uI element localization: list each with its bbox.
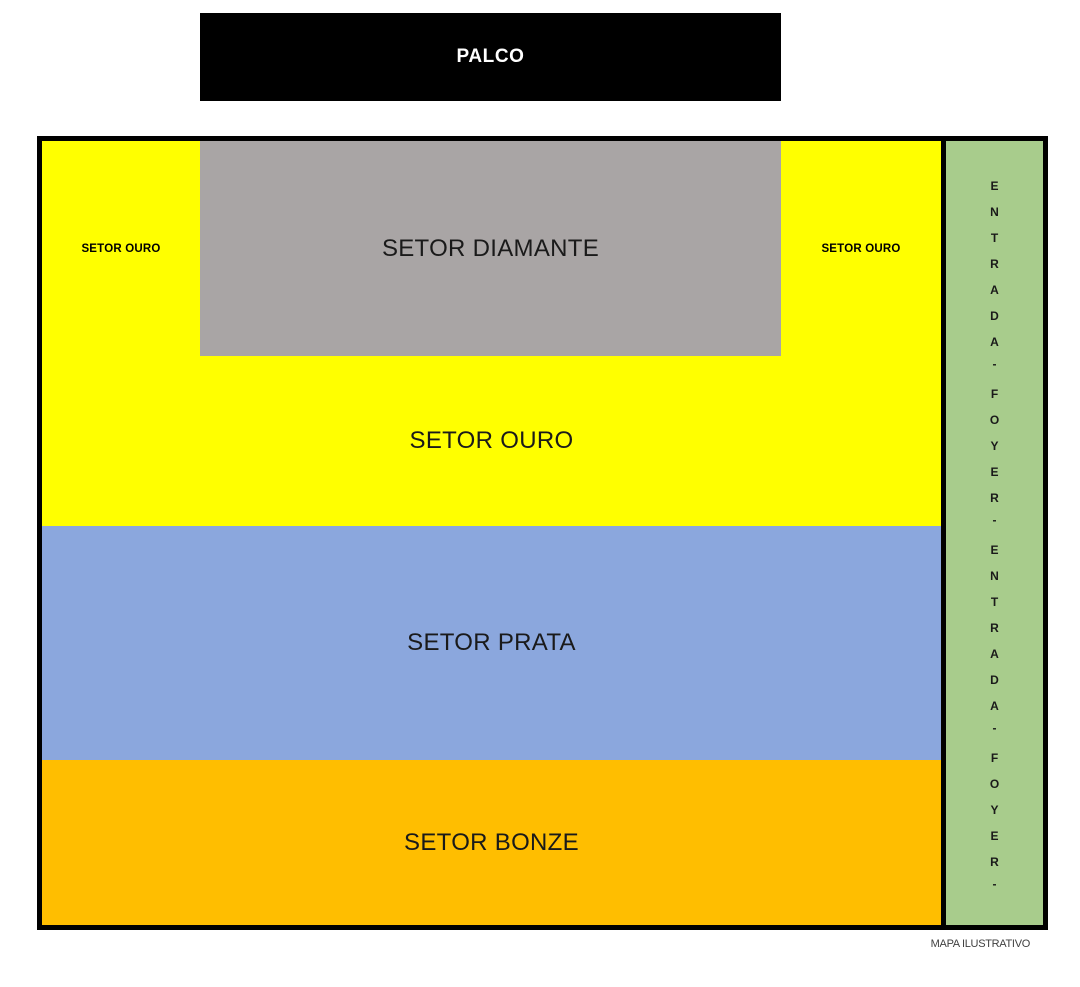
foyer-letter: R (990, 855, 999, 869)
sector-ouro-right[interactable]: SETOR OURO (781, 141, 941, 356)
foyer-letter: Y (990, 439, 999, 453)
foyer-letter: - (992, 721, 997, 735)
foyer-letter: D (990, 673, 999, 687)
foyer-letter: N (990, 569, 999, 583)
stage-block[interactable]: PALCO (200, 13, 781, 101)
foyer-letter: E (990, 465, 999, 479)
upper-sector-row: SETOR OURO SETOR DIAMANTE SETOR OURO (42, 141, 941, 356)
foyer-letter: A (990, 647, 999, 661)
foyer-letter: R (990, 621, 999, 635)
sector-ouro-main[interactable]: SETOR OURO (42, 356, 941, 526)
sector-ouro-left[interactable]: SETOR OURO (42, 141, 200, 356)
foyer-letter: R (990, 491, 999, 505)
foyer-letter: F (990, 751, 999, 765)
foyer-letter: A (990, 699, 999, 713)
foyer-letter: - (992, 877, 997, 891)
sector-bonze[interactable]: SETOR BONZE (42, 760, 941, 925)
sector-ouro-left-label: SETOR OURO (81, 242, 161, 255)
foyer-letter: E (990, 829, 999, 843)
foyer-letter: T (990, 595, 999, 609)
sector-diamante[interactable]: SETOR DIAMANTE (200, 141, 781, 356)
sector-ouro-right-label: SETOR OURO (821, 242, 901, 255)
foyer-letter: F (990, 387, 999, 401)
foyer-letter: - (992, 357, 997, 371)
stage-label: PALCO (456, 46, 525, 67)
foyer-letter: O (989, 413, 1000, 427)
foyer-letter: R (990, 257, 999, 271)
sector-prata-label: SETOR PRATA (407, 629, 576, 656)
foyer-letter: - (992, 513, 997, 527)
sector-bonze-label: SETOR BONZE (404, 828, 579, 856)
foyer-letter: A (990, 283, 999, 297)
seating-area: SETOR OURO SETOR DIAMANTE SETOR OURO SET… (42, 141, 941, 925)
hall-container: SETOR OURO SETOR DIAMANTE SETOR OURO SET… (37, 136, 1048, 930)
foyer-letter: T (990, 231, 999, 245)
foyer-letter: D (990, 309, 999, 323)
foyer-letter: A (990, 335, 999, 349)
foyer-letter: Y (990, 803, 999, 817)
foyer-letter: E (990, 543, 999, 557)
map-caption: MAPA ILUSTRATIVO (930, 938, 1031, 950)
foyer-letter: O (989, 777, 1000, 791)
sector-prata[interactable]: SETOR PRATA (42, 526, 941, 760)
foyer-letter: E (990, 179, 999, 193)
foyer-letter: N (990, 205, 999, 219)
sector-ouro-main-label: SETOR OURO (409, 427, 574, 454)
sector-diamante-label: SETOR DIAMANTE (381, 234, 600, 262)
